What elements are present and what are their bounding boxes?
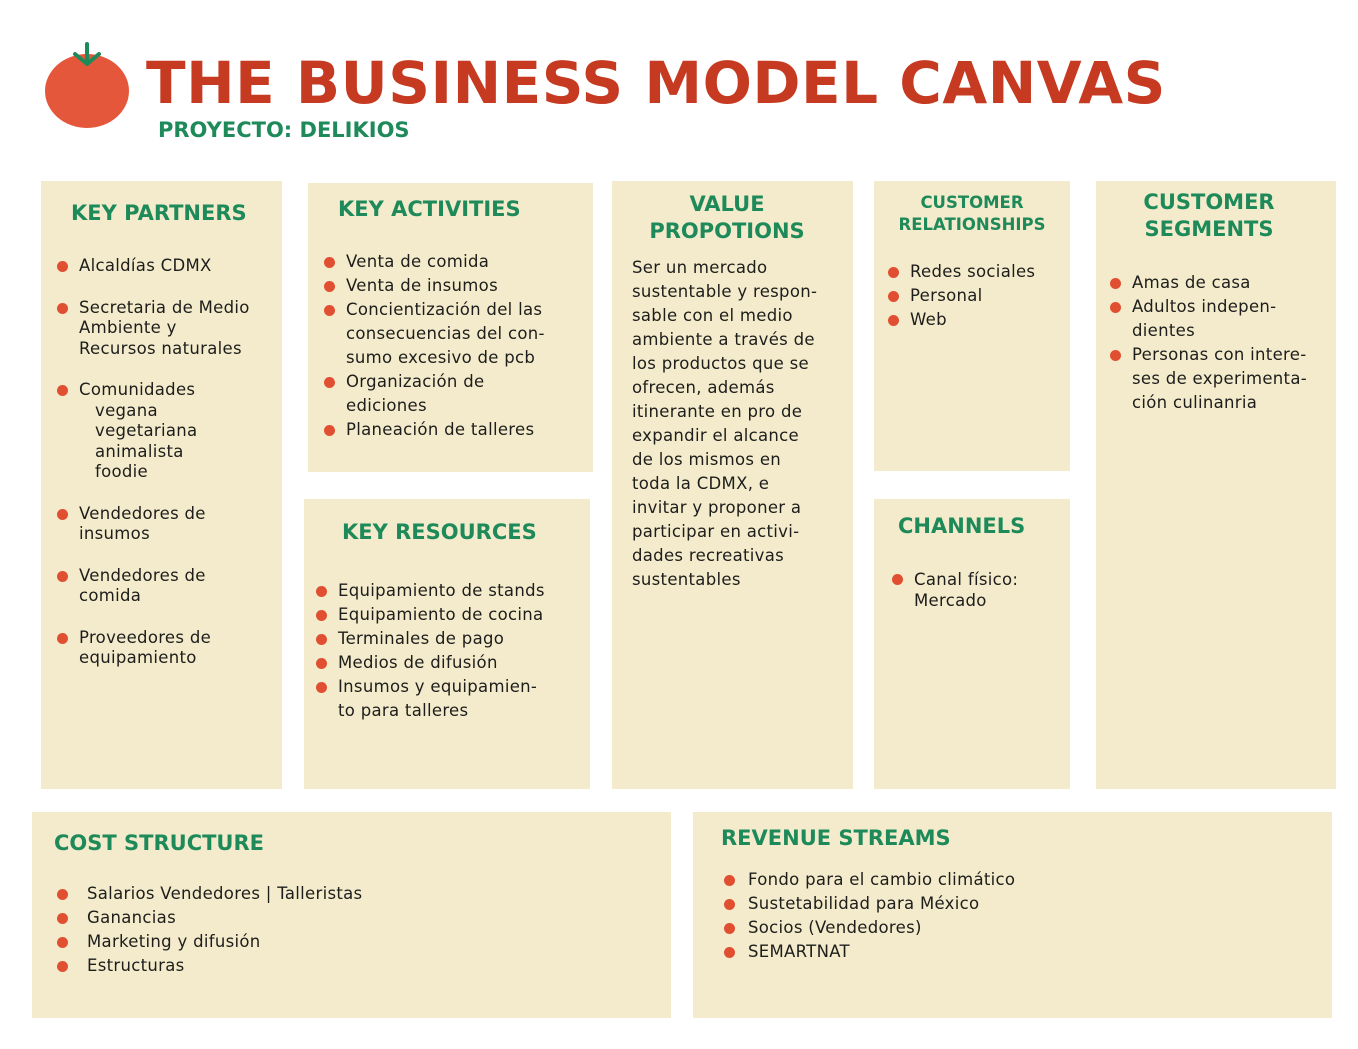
key-partners-heading: KEY PARTNERS xyxy=(71,201,247,225)
cost-structure-box: COST STRUCTURE Salarios Vendedores | Tal… xyxy=(32,812,671,1018)
list-item: Fondo para el cambio climático xyxy=(724,868,1015,892)
list-item: Salarios Vendedores | Talleristas xyxy=(57,882,362,906)
customer-relationships-list: Redes sociales Personal Web xyxy=(888,260,1035,332)
list-item: Amas de casa xyxy=(1110,271,1307,295)
bullet-icon xyxy=(888,267,899,278)
bullet-icon xyxy=(57,302,68,314)
value-propositions-heading: VALUE PROPOTIONS xyxy=(649,192,805,243)
list-item: Comunidades vegana vegetariana animalist… xyxy=(57,380,250,483)
revenue-streams-heading: REVENUE STREAMS xyxy=(721,826,951,850)
list-item: SEMARTNAT xyxy=(724,940,1015,964)
bullet-icon xyxy=(316,586,327,597)
list-item: Marketing y difusión xyxy=(57,930,362,954)
list-item: Vendedores de insumos xyxy=(57,504,250,545)
list-item: Personas con intere-ses de experimenta-c… xyxy=(1110,343,1307,415)
customer-segments-list: Amas de casa Adultos indepen-dientes Per… xyxy=(1110,271,1307,415)
key-partners-list: Alcaldías CDMX Secretaria de Medio Ambie… xyxy=(57,256,250,669)
channels-list: Canal físico:Mercado xyxy=(892,569,1018,611)
value-propositions-text: Ser un mercado sustentable y respon- sab… xyxy=(632,258,818,589)
bullet-icon xyxy=(724,947,735,958)
bullet-icon xyxy=(57,937,68,948)
key-activities-list: Venta de comida Venta de insumos Concien… xyxy=(324,250,545,442)
bullet-icon xyxy=(324,425,335,436)
key-resources-box: KEY RESOURCES Equipamiento de stands Equ… xyxy=(304,499,590,789)
key-partners-box: KEY PARTNERS Alcaldías CDMX Secretaria d… xyxy=(41,181,282,789)
bullet-icon xyxy=(324,281,335,292)
customer-segments-heading: CUSTOMER SEGMENTS xyxy=(1143,190,1275,241)
bullet-icon xyxy=(724,923,735,934)
bullet-icon xyxy=(316,610,327,621)
list-item: Redes sociales xyxy=(888,260,1035,284)
bullet-icon xyxy=(1110,350,1121,361)
list-item: Insumos y equipamien-to para talleres xyxy=(316,675,545,723)
tomato-icon xyxy=(45,42,129,128)
cost-structure-heading: COST STRUCTURE xyxy=(54,831,264,855)
bullet-icon xyxy=(57,261,68,272)
bullet-icon xyxy=(316,682,327,693)
list-item: Equipamiento de cocina xyxy=(316,603,545,627)
key-resources-list: Equipamiento de stands Equipamiento de c… xyxy=(316,579,545,723)
list-item: Venta de insumos xyxy=(324,274,545,298)
list-item: Web xyxy=(888,308,1035,332)
customer-segments-box: CUSTOMER SEGMENTS Amas de casa Adultos i… xyxy=(1096,181,1336,789)
bullet-icon xyxy=(57,508,68,520)
bullet-icon xyxy=(57,913,68,924)
list-item: Estructuras xyxy=(57,954,362,978)
bullet-icon xyxy=(1110,302,1121,313)
channels-box: CHANNELS Canal físico:Mercado xyxy=(874,499,1070,789)
list-item: Adultos indepen-dientes xyxy=(1110,295,1307,343)
bullet-icon xyxy=(324,257,335,268)
bullet-icon xyxy=(57,570,68,582)
key-activities-box: KEY ACTIVITIES Venta de comida Venta de … xyxy=(308,183,593,472)
bullet-icon xyxy=(1110,278,1121,289)
list-item: Canal físico:Mercado xyxy=(892,569,1018,611)
bullet-icon xyxy=(57,632,68,644)
bullet-icon xyxy=(324,377,335,388)
bullet-icon xyxy=(316,658,327,669)
key-resources-heading: KEY RESOURCES xyxy=(342,520,537,544)
list-item: Terminales de pago xyxy=(316,627,545,651)
page-title: THE BUSINESS MODEL CANVAS xyxy=(146,49,1166,117)
list-item: Alcaldías CDMX xyxy=(57,256,250,277)
revenue-streams-box: REVENUE STREAMS Fondo para el cambio cli… xyxy=(693,812,1332,1018)
project-subtitle: PROYECTO: DELIKIOS xyxy=(158,118,410,142)
list-item: Vendedores de comida xyxy=(57,566,250,607)
list-item: Medios de difusión xyxy=(316,651,545,675)
list-item: Personal xyxy=(888,284,1035,308)
bullet-icon xyxy=(324,305,335,316)
bullet-icon xyxy=(57,961,68,972)
channels-heading: CHANNELS xyxy=(898,514,1026,538)
key-activities-heading: KEY ACTIVITIES xyxy=(338,197,521,221)
bullet-icon xyxy=(724,875,735,886)
bullet-icon xyxy=(724,899,735,910)
value-propositions-box: VALUE PROPOTIONS Ser un mercado sustenta… xyxy=(612,181,853,789)
revenue-streams-list: Fondo para el cambio climático Sustetabi… xyxy=(724,868,1015,964)
list-item: Socios (Vendedores) xyxy=(724,916,1015,940)
bullet-icon xyxy=(57,889,68,900)
list-item: Secretaria de Medio Ambiente y Recursos … xyxy=(57,298,250,360)
bullet-icon xyxy=(888,291,899,302)
bullet-icon xyxy=(892,574,903,585)
cost-structure-list: Salarios Vendedores | Talleristas Gananc… xyxy=(57,882,362,978)
customer-relationships-box: CUSTOMER RELATIONSHIPS Redes sociales Pe… xyxy=(874,181,1070,471)
customer-relationships-heading: CUSTOMER RELATIONSHIPS xyxy=(898,193,1046,234)
list-item: Sustetabilidad para México xyxy=(724,892,1015,916)
bullet-icon xyxy=(316,634,327,645)
bullet-icon xyxy=(57,385,68,396)
list-item: Proveedores de equipamiento xyxy=(57,628,250,669)
list-item: Equipamiento de stands xyxy=(316,579,545,603)
list-item: Planeación de talleres xyxy=(324,418,545,442)
list-item: Ganancias xyxy=(57,906,362,930)
list-item: Venta de comida xyxy=(324,250,545,274)
bullet-icon xyxy=(888,315,899,326)
